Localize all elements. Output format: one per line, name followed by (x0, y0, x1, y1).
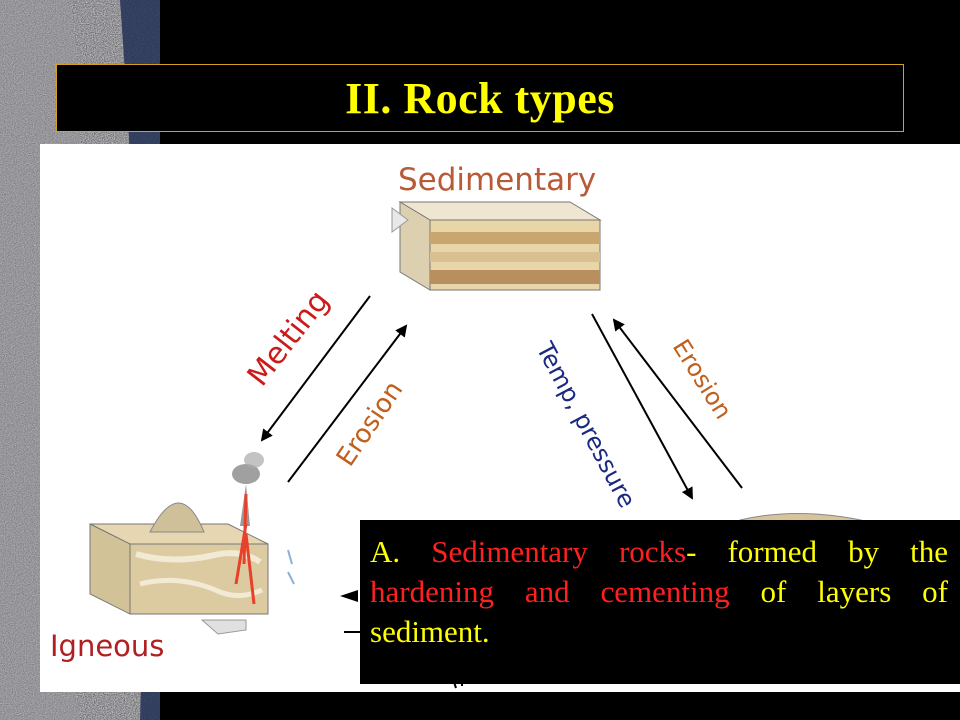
erosion-left-arrow (287, 324, 408, 483)
sedimentary-label: Sedimentary (398, 162, 596, 198)
melting-label: Melting (241, 284, 337, 393)
igneous-volcano-block-icon (89, 452, 295, 615)
melting-arrow (260, 295, 371, 442)
title-bar: II. Rock types (56, 64, 904, 132)
definition-box: A. Sedimentary rocks- formed by the hard… (360, 520, 960, 684)
definition-text-1: formed by the (727, 534, 948, 569)
temp-pressure-label: Temp, pressure (530, 337, 641, 513)
definition-highlight: hardening and cementing (370, 574, 730, 609)
erosion-left-label: Erosion (331, 376, 409, 472)
slide-title: II. Rock types (345, 73, 615, 123)
definition-term: Sedimentary rocks (431, 534, 687, 569)
definition-prefix: A. (370, 534, 432, 569)
definition-text-2: of layers of sediment. (370, 574, 948, 649)
igneous-label: Igneous (50, 629, 164, 663)
temp-pressure-arrow (591, 313, 693, 500)
sedimentary-block-icon (391, 201, 602, 291)
erosion-right-arrow (612, 318, 743, 489)
erosion-right-label: Erosion (667, 334, 738, 424)
definition-dash: - (686, 534, 728, 569)
